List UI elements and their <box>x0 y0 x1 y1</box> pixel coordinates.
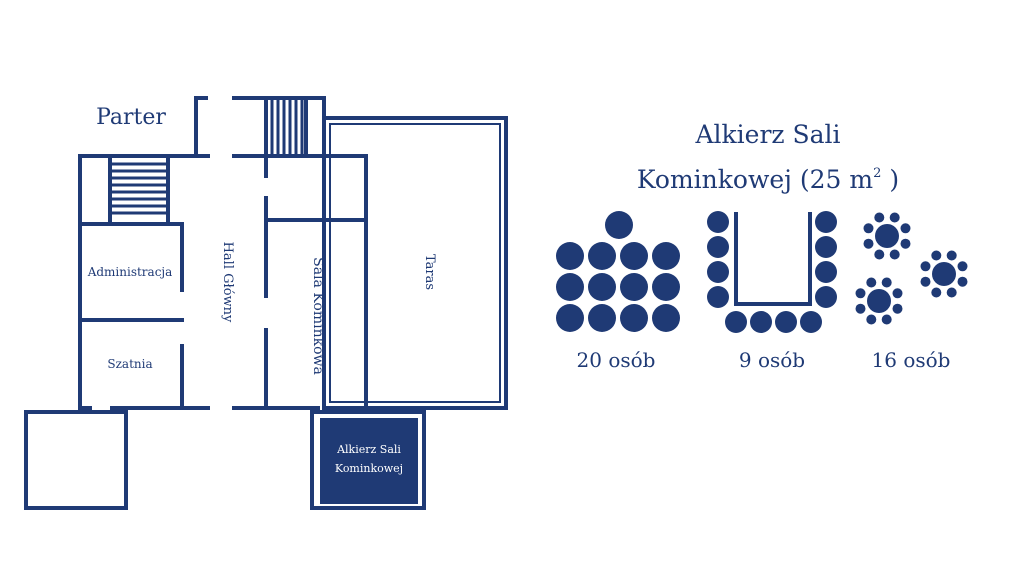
chair <box>931 250 942 261</box>
layout-label-theater: 20 osób <box>577 348 656 372</box>
chair <box>863 238 874 249</box>
title-superscript: 2 <box>873 166 881 181</box>
layout-label-u-shape: 9 osób <box>739 348 805 372</box>
chair <box>881 277 892 288</box>
layout-label-round: 16 osób <box>872 348 951 372</box>
round-table <box>932 262 956 286</box>
chair <box>900 223 911 234</box>
terrace <box>322 116 508 410</box>
chair <box>920 261 931 272</box>
title-line2: Kominkowej (25 m2 ) <box>637 165 899 194</box>
round-tables-icon <box>855 212 968 325</box>
stairs-left <box>108 154 170 226</box>
chair <box>866 277 877 288</box>
theater-seating-icon <box>556 211 680 332</box>
chair <box>863 223 874 234</box>
chair <box>920 276 931 287</box>
title-close: ) <box>881 165 899 194</box>
room-label-hall: Hall Główny <box>220 242 235 323</box>
chair <box>957 261 968 272</box>
bottom-left-room <box>24 410 128 510</box>
room-label-administracja: Administracja <box>87 265 173 279</box>
chair <box>855 288 866 299</box>
chair <box>957 276 968 287</box>
room-label-sala: Sala Kominkowa <box>310 257 326 375</box>
chair <box>889 212 900 223</box>
stairs-top <box>264 96 308 158</box>
chair <box>946 287 957 298</box>
round-table <box>867 289 891 313</box>
chair <box>900 238 911 249</box>
room-label-szatnia: Szatnia <box>107 357 152 371</box>
chair <box>855 303 866 314</box>
floor-plan: Parter <box>24 96 508 510</box>
round-table <box>875 224 899 248</box>
room-title: Alkierz Sali Kominkowej (25 m2 ) <box>637 120 899 194</box>
chair <box>874 249 885 260</box>
u-shape-seating-icon <box>707 211 837 333</box>
title-line2-text: Kominkowej (25 m <box>637 165 873 194</box>
floor-label: Parter <box>96 105 166 130</box>
room-label-taras: Taras <box>422 254 437 290</box>
chair <box>946 250 957 261</box>
chair <box>931 287 942 298</box>
chair <box>874 212 885 223</box>
alkierz-room: Alkierz Sali Kominkowej <box>310 410 426 510</box>
left-block-walls <box>78 154 368 414</box>
chair <box>889 249 900 260</box>
chair <box>892 288 903 299</box>
title-line1: Alkierz Sali <box>694 120 840 149</box>
chair <box>866 314 877 325</box>
alkierz-label-line1: Alkierz Sali <box>336 443 401 456</box>
chair <box>881 314 892 325</box>
alkierz-label-line2: Kominkowej <box>335 462 403 475</box>
chair <box>892 303 903 314</box>
